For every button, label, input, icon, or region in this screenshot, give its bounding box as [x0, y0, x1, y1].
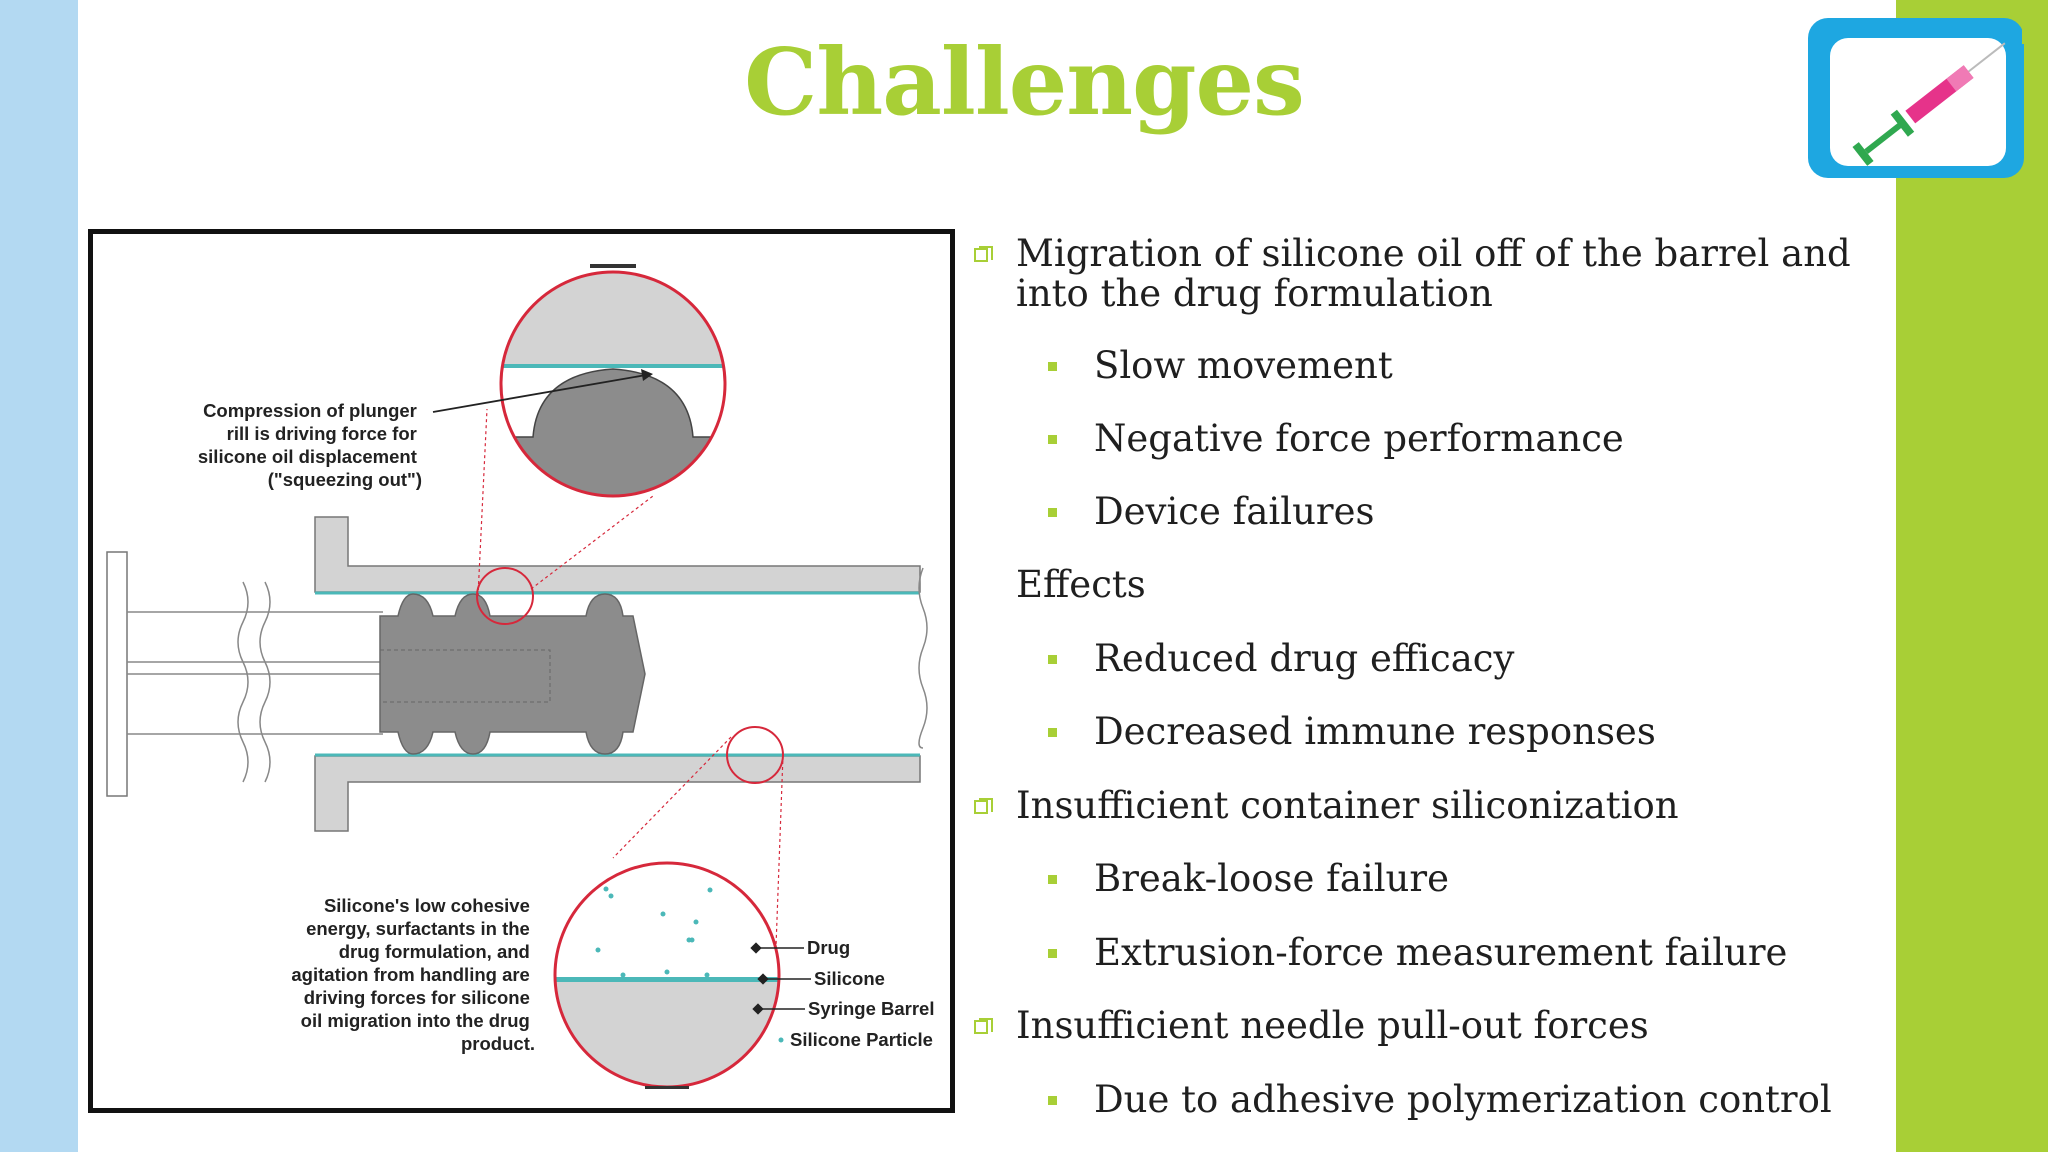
- silicone-particles: [595, 886, 713, 978]
- square-bullet-icon: [1048, 1096, 1057, 1105]
- checkbox-bullet-icon: [974, 246, 993, 262]
- legend-particle: Silicone Particle: [790, 1029, 933, 1050]
- square-bullet-icon: [1048, 435, 1057, 444]
- syringe-diagram: Compression of plunger rill is driving f…: [88, 229, 955, 1113]
- label-compression: Compression of plunger rill is driving f…: [198, 400, 422, 490]
- label-cohesive: Silicone's low cohesive energy, surfacta…: [291, 895, 535, 1054]
- magnified-plunger-rib: [501, 272, 725, 496]
- legend-drug: Drug: [807, 937, 850, 958]
- square-bullet-icon: [1048, 362, 1057, 371]
- syringe-icon: [1808, 14, 2032, 178]
- legend-barrel: Syringe Barrel: [808, 998, 934, 1019]
- square-bullet-icon: [1048, 875, 1057, 884]
- barrel-bottom: [314, 755, 921, 832]
- legend-silicone: Silicone: [814, 968, 885, 989]
- right-accent-stripe: [1896, 0, 2048, 1152]
- slide-title: Challenges: [744, 28, 1305, 136]
- square-bullet-icon: [1048, 655, 1057, 664]
- left-accent-stripe: [0, 0, 78, 1152]
- barrel-top: [314, 516, 921, 593]
- square-bullet-icon: [1048, 508, 1057, 517]
- square-bullet-icon: [1048, 949, 1057, 958]
- checkbox-bullet-icon: [974, 1018, 993, 1034]
- square-bullet-icon: [1048, 728, 1057, 737]
- checkbox-bullet-icon: [974, 798, 993, 814]
- magnified-barrel-wall: [555, 863, 779, 1087]
- plunger-flange: [106, 551, 128, 797]
- syringe-logo: [1804, 12, 2032, 188]
- plunger-stopper: [379, 593, 646, 755]
